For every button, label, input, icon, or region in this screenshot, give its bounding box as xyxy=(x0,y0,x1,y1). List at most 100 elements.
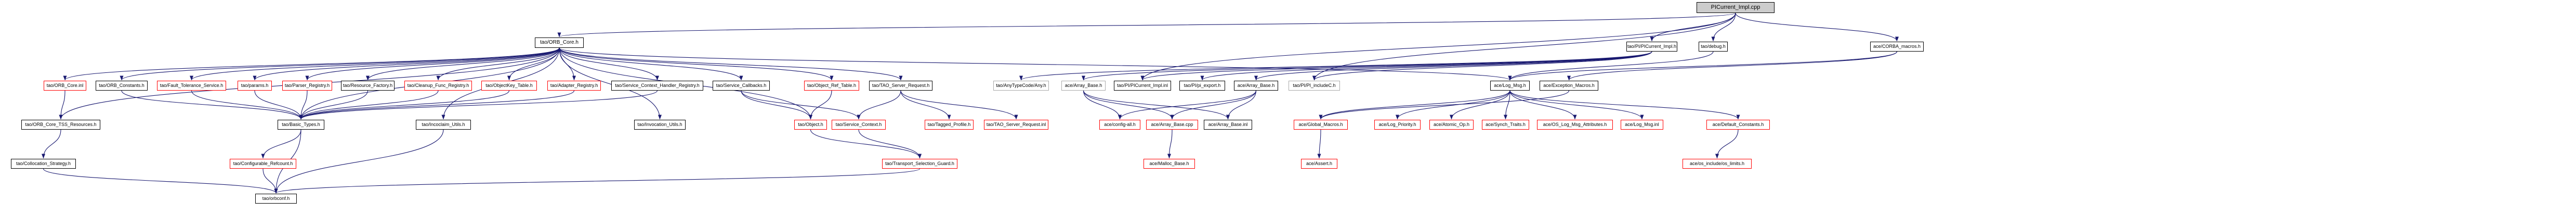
graph-node[interactable]: tao/Transport_Selection_Guard.h xyxy=(882,159,957,169)
graph-node[interactable]: ace/Atomic_Op.h xyxy=(1429,120,1474,130)
node-label: tao/Basic_Types.h xyxy=(282,122,320,127)
graph-node[interactable]: ace/CORBA_macros.h xyxy=(1870,42,1924,52)
node-label: ace/Malloc_Base.h xyxy=(1149,161,1189,166)
graph-edge xyxy=(900,90,951,120)
graph-edge xyxy=(1083,90,1122,120)
graph-root-node[interactable]: PICurrent_Impl.cpp xyxy=(1697,2,1775,13)
graph-node[interactable]: tao/PI/PICurrent_Impl.h xyxy=(1626,42,1677,52)
graph-edge xyxy=(559,47,903,81)
node-label: ace/Array_Base.cpp xyxy=(1151,122,1193,127)
graph-node[interactable]: ace/Exception_Macros.h xyxy=(1540,81,1598,91)
graph-node[interactable]: tao/Service_Callbacks.h xyxy=(713,81,770,91)
graph-node[interactable]: tao/Fault_Tolerance_Service.h xyxy=(157,81,226,91)
graph-node[interactable]: ace/config-all.h xyxy=(1099,120,1140,130)
graph-edge xyxy=(274,129,444,194)
node-label: tao/PI/PICurrent_Impl.h xyxy=(1627,44,1677,49)
node-label: ace/Log_Msg.h xyxy=(1494,83,1526,88)
graph-edge xyxy=(559,47,576,81)
graph-node[interactable]: tao/Service_Context.h xyxy=(832,120,886,130)
node-label: ace/Exception_Macros.h xyxy=(1543,83,1595,88)
node-label: tao/Configurable_Refcount.h xyxy=(233,161,293,166)
graph-edge xyxy=(1509,90,1644,120)
graph-node[interactable]: tao/Resource_Factory.h xyxy=(341,81,395,91)
graph-node[interactable]: tao/ORB_Core.h xyxy=(535,37,584,48)
graph-node[interactable]: tao/Invocation_Utils.h xyxy=(634,120,686,130)
graph-node[interactable]: tao/AnyTypeCode/Any.h xyxy=(993,81,1049,91)
graph-edge xyxy=(1167,129,1173,159)
node-label: tao/orbconf.h xyxy=(262,196,290,201)
node-label: ace/Log_Priority.h xyxy=(1378,122,1416,127)
graph-node[interactable]: tao/Collocation_Strategy.h xyxy=(11,159,76,169)
graph-node[interactable]: tao/Configurable_Refcount.h xyxy=(230,159,296,169)
graph-node[interactable]: ace/Array_Base.inl xyxy=(1204,120,1252,130)
graph-node[interactable]: tao/ObjectKey_Table.h xyxy=(481,81,537,91)
node-label: tao/Invocation_Utils.h xyxy=(637,122,682,127)
node-label: tao/Transport_Selection_Guard.h xyxy=(885,161,954,166)
graph-node[interactable]: tao/ORB_Core_TSS_Resources.h xyxy=(21,120,100,130)
node-label: PICurrent_Impl.cpp xyxy=(1711,4,1760,10)
graph-node[interactable]: ace/Array_Base.h xyxy=(1234,81,1278,91)
graph-edge xyxy=(1083,90,1174,120)
graph-node[interactable]: ace/Log_Priority.h xyxy=(1374,120,1421,130)
graph-node[interactable]: tao/params.h xyxy=(238,81,272,91)
graph-node[interactable]: ace/Global_Macros.h xyxy=(1294,120,1348,130)
graph-edge xyxy=(1509,90,1577,120)
node-label: ace/Synch_Traits.h xyxy=(1486,122,1526,127)
graph-node[interactable]: tao/Incoclaim_Utils.h xyxy=(416,120,471,130)
graph-edge xyxy=(1254,51,1652,81)
node-label: ace/Default_Constants.h xyxy=(1712,122,1764,127)
graph-edge xyxy=(1083,90,1230,120)
graph-node[interactable]: ace/Assert.h xyxy=(1301,159,1337,169)
graph-edge xyxy=(810,129,922,159)
graph-edge xyxy=(63,47,560,81)
graph-edge xyxy=(558,12,1736,37)
graph-node[interactable]: ace/Log_Msg.h xyxy=(1490,81,1530,91)
graph-node[interactable]: ace/os_include/os_limits.h xyxy=(1683,159,1752,169)
graph-node[interactable]: tao/PI/PI_includeC.h xyxy=(1289,81,1340,91)
graph-edge xyxy=(42,129,61,159)
node-label: tao/ORB_Core_TSS_Resources.h xyxy=(25,122,97,127)
graph-node[interactable]: ace/OS_Log_Msg_Attributes.h xyxy=(1537,120,1613,130)
graph-edge xyxy=(1396,90,1510,120)
graph-node[interactable]: tao/Parser_Registry.h xyxy=(282,81,332,91)
graph-node[interactable]: tao/debug.h xyxy=(1699,42,1728,52)
graph-node[interactable]: ace/Default_Constants.h xyxy=(1706,120,1770,130)
graph-edge xyxy=(1715,129,1739,159)
node-label: ace/Array_Base.h xyxy=(1064,83,1102,88)
graph-edge xyxy=(559,47,834,81)
graph-edge xyxy=(1082,51,1652,81)
node-label: tao/ORB_Constants.h xyxy=(99,83,144,88)
graph-node[interactable]: ace/Array_Base.h xyxy=(1061,81,1106,91)
graph-edge xyxy=(559,47,1512,81)
graph-edge xyxy=(741,90,812,120)
node-label: ace/Assert.h xyxy=(1306,161,1333,166)
node-label: tao/Adapter_Registry.h xyxy=(550,83,598,88)
node-label: tao/Object.h xyxy=(798,122,823,127)
graph-node[interactable]: tao/PI/pi_export.h xyxy=(1179,81,1225,91)
graph-edge xyxy=(59,90,65,120)
graph-node[interactable]: ace/Log_Msg.inl xyxy=(1621,120,1663,130)
graph-node[interactable]: tao/TAO_Server_Request.inl xyxy=(984,120,1048,130)
graph-edge xyxy=(1170,90,1257,120)
node-label: ace/OS_Log_Msg_Attributes.h xyxy=(1543,122,1607,127)
graph-edge xyxy=(1312,51,1652,81)
graph-node[interactable]: ace/Malloc_Base.h xyxy=(1144,159,1195,169)
graph-node[interactable]: tao/Basic_Types.h xyxy=(278,120,324,130)
graph-node[interactable]: tao/ORB_Constants.h xyxy=(96,81,148,91)
graph-edge xyxy=(43,168,278,194)
graph-node[interactable]: tao/ORB_Core.inl xyxy=(44,81,86,91)
graph-node[interactable]: tao/Cleanup_Func_Registry.h xyxy=(404,81,472,91)
node-label: tao/TAO_Server_Request.inl xyxy=(986,122,1046,127)
graph-node[interactable]: tao/Service_Context_Handler_Registry.h xyxy=(611,81,703,91)
graph-node[interactable]: tao/Adapter_Registry.h xyxy=(547,81,601,91)
graph-node[interactable]: tao/Object_Ref_Table.h xyxy=(804,81,859,91)
graph-node[interactable]: ace/Array_Base.cpp xyxy=(1146,120,1198,130)
graph-node[interactable]: ace/Synch_Traits.h xyxy=(1482,120,1529,130)
graph-node[interactable]: tao/PI/PICurrent_Impl.inl xyxy=(1114,81,1171,91)
node-label: ace/Array_Base.inl xyxy=(1208,122,1248,127)
graph-node[interactable]: tao/Object.h xyxy=(794,120,827,130)
graph-node[interactable]: tao/Tagged_Profile.h xyxy=(925,120,974,130)
graph-node[interactable]: tao/TAO_Server_Request.h xyxy=(869,81,932,91)
graph-node[interactable]: tao/orbconf.h xyxy=(255,194,297,204)
